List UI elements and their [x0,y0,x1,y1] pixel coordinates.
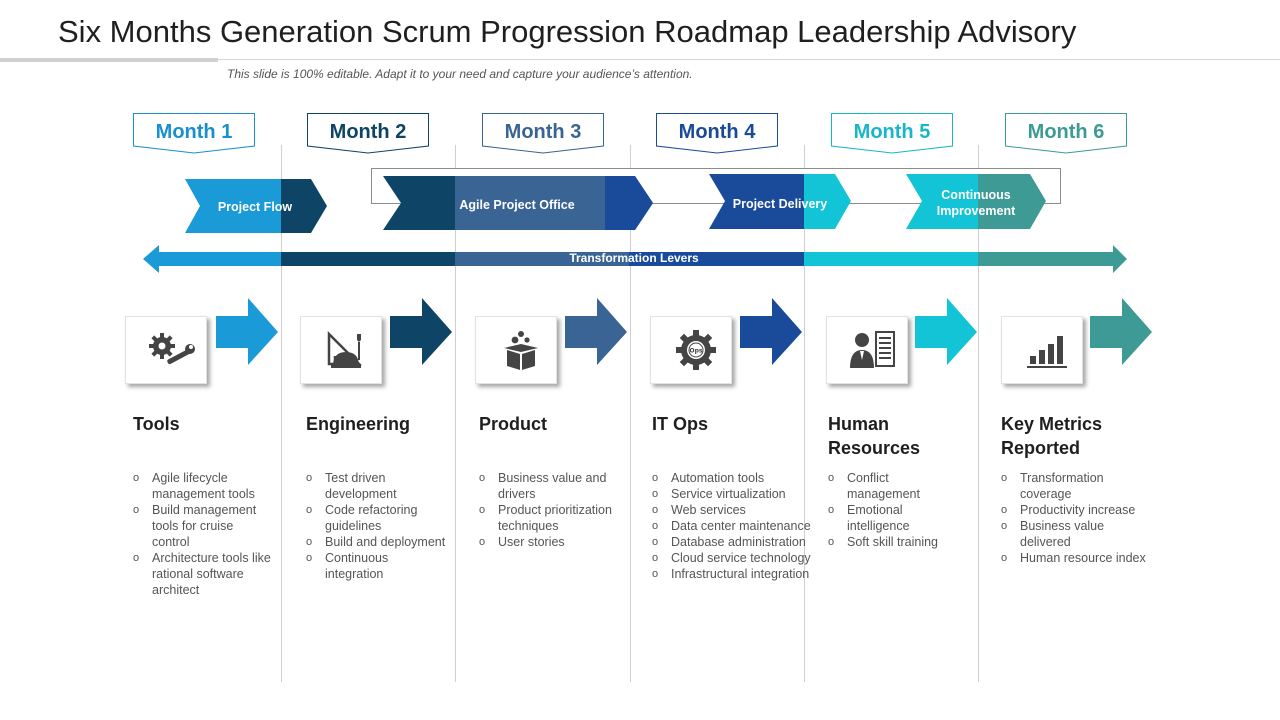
transformation-levers-label: Transformation Levers [569,251,699,265]
month-tab-shape [482,113,604,154]
continuous-improvement-chevron [906,174,1046,229]
transformation-levers-arrow [143,245,1127,273]
tools-card [125,316,207,384]
slide-title: Six Months Generation Scrum Progression … [58,14,1077,49]
list-item: Database administration [652,534,817,550]
list-item: Productivity increase [1001,502,1151,518]
month-tab-2: Month 2 [307,113,429,155]
tools-arrow [216,298,278,365]
list-item: User stories [479,534,619,550]
key-metrics-card [1001,316,1083,384]
category-title-product: Product [479,414,548,434]
list-item: Automation tools [652,470,817,486]
list-item: Data center maintenance [652,518,817,534]
month-label: Month 1 [155,121,233,143]
month-tab-5: Month 5 [831,113,953,155]
hr-profile-icon [850,331,895,368]
human-resources-arrow [915,298,977,365]
engineering-card [300,316,382,384]
list-item: Test driven development [306,470,446,502]
column-divider-2 [455,145,456,682]
list-item: Business value delivered [1001,518,1151,550]
project-flow-chevron [185,179,327,233]
list-item: Continuous integration [306,550,446,582]
ops-gear-icon: Ops [676,330,716,370]
list-item: Web services [652,502,817,518]
list-item: Product prioritization techniques [479,502,619,534]
list-item: Agile lifecycle management tools [133,470,273,502]
month-label: Month 2 [329,121,407,143]
agile-project-office-label: Agile Project Office [459,198,575,212]
month-tab-shape [133,113,255,154]
product-bullet-list: Business value and drivers Product prior… [479,470,619,550]
month-tab-shape [1005,113,1127,154]
human-resources-bullet-list: Conflict management Emotional intelligen… [828,470,953,550]
svg-text:Ops: Ops [690,348,703,355]
product-box-icon [504,331,538,370]
month-label: Month 5 [853,121,931,143]
project-flow-label: Project Flow [217,200,293,214]
list-item: Soft skill training [828,534,953,550]
list-item: Business value and drivers [479,470,619,502]
it-ops-bullet-list: Automation tools Service virtualization … [652,470,817,582]
column-divider-3 [630,145,631,682]
project-delivery-chevron [709,174,851,229]
month-tab-shape [831,113,953,154]
engineering-bullet-list: Test driven development Code refactoring… [306,470,446,582]
list-item: Service virtualization [652,486,817,502]
category-title-engineering: Engineering [306,414,411,434]
it-ops-card: Ops [650,316,732,384]
engineering-tools-icon [327,330,363,368]
tools-bullet-list: Agile lifecycle management tools Build m… [133,470,273,598]
list-item: Build and deployment [306,534,446,550]
list-item: Cloud service technology [652,550,817,566]
continuous-improvement-label: Continuous Improvement [936,188,1016,218]
list-item: Emotional intelligence [828,502,953,534]
title-underline-accent [0,58,218,62]
engineering-arrow [390,298,452,365]
category-title-tools: Tools [133,414,180,434]
it-ops-arrow [740,298,802,365]
month-tab-1: Month 1 [133,113,255,155]
list-item: Human resource index [1001,550,1151,566]
bar-chart-icon [1027,336,1067,368]
list-item: Build management tools for cruise contro… [133,502,273,550]
product-card [475,316,557,384]
title-underline [218,59,1280,60]
list-item: Code refactoring guidelines [306,502,446,534]
month-tab-shape [656,113,778,154]
category-title-key-metrics: Key Metrics Reported [1001,414,1103,458]
month-label: Month 3 [504,121,582,143]
list-item: Conflict management [828,470,953,502]
list-item: Architecture tools like rational softwar… [133,550,273,598]
month-tab-4: Month 4 [656,113,778,155]
month-tab-6: Month 6 [1005,113,1127,155]
key-metrics-arrow [1090,298,1152,365]
list-item: Infrastructural integration [652,566,817,582]
column-divider-1 [281,145,282,682]
slide-subtitle: This slide is 100% editable. Adapt it to… [227,67,693,81]
category-title-human-resources: Human Resources [828,414,921,458]
gear-wrench-icon [149,333,195,365]
agile-project-office-chevron [383,176,653,230]
column-divider-5 [978,145,979,682]
list-item: Transformation coverage [1001,470,1151,502]
month-tab-3: Month 3 [482,113,604,155]
month-label: Month 6 [1027,121,1105,143]
human-resources-card [826,316,908,384]
month-label: Month 4 [678,121,756,143]
month-tab-shape [307,113,429,154]
column-divider-4 [804,145,805,682]
category-title-it-ops: IT Ops [652,414,709,434]
key-metrics-bullet-list: Transformation coverage Productivity inc… [1001,470,1151,566]
product-arrow [565,298,627,365]
project-delivery-label: Project Delivery [732,197,828,211]
